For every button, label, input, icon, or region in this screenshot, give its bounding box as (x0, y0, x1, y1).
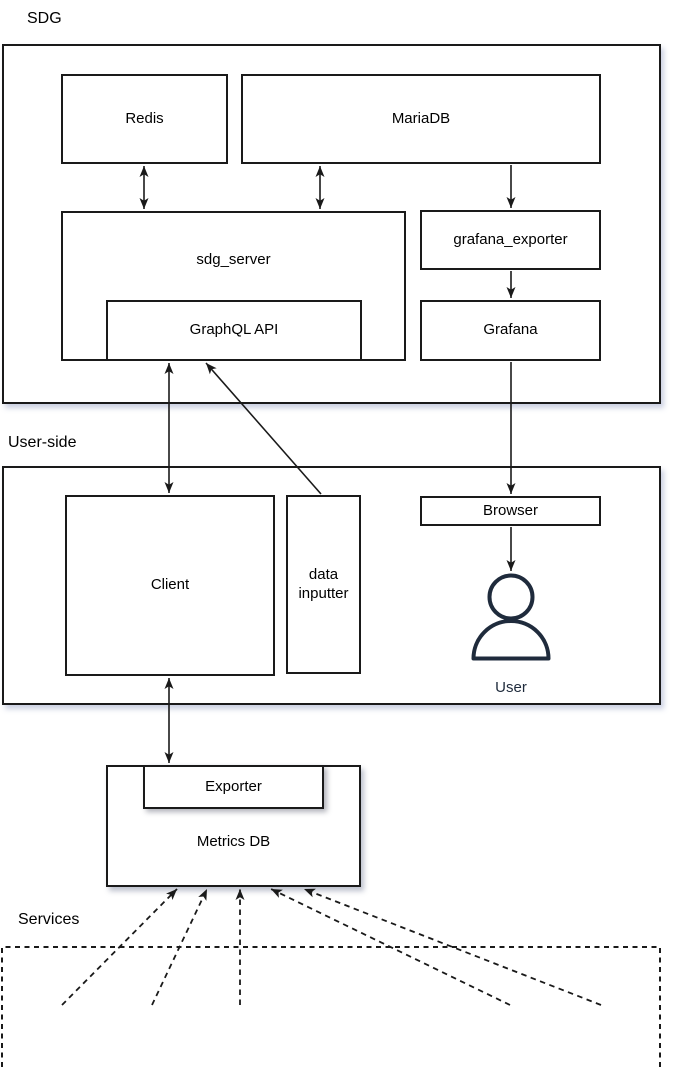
user-side-container (2, 466, 661, 705)
edge-service1-metrics-db (61, 888, 178, 1006)
sdg-container-label: SDG (27, 10, 62, 27)
user-label: User (495, 679, 527, 696)
services-region-border (1, 946, 661, 1067)
exporter-node: Exporter (143, 765, 324, 809)
edge-service2-metrics-db (151, 888, 208, 1006)
edge-service5-metrics-db (303, 888, 602, 1006)
services-container-label: Services (18, 911, 80, 928)
data-inputter-node: data inputter (286, 495, 361, 674)
client-node: Client (65, 495, 275, 676)
mariadb-node: MariaDB (241, 74, 601, 164)
graphql-api-node: GraphQL API (106, 300, 362, 361)
browser-node: Browser (420, 496, 601, 526)
grafana-exporter-node: grafana_exporter (420, 210, 601, 270)
redis-node: Redis (61, 74, 228, 164)
user-side-container-label: User-side (8, 434, 77, 451)
edge-service4-metrics-db (270, 888, 511, 1006)
sdg-container (2, 44, 661, 404)
grafana-node: Grafana (420, 300, 601, 361)
